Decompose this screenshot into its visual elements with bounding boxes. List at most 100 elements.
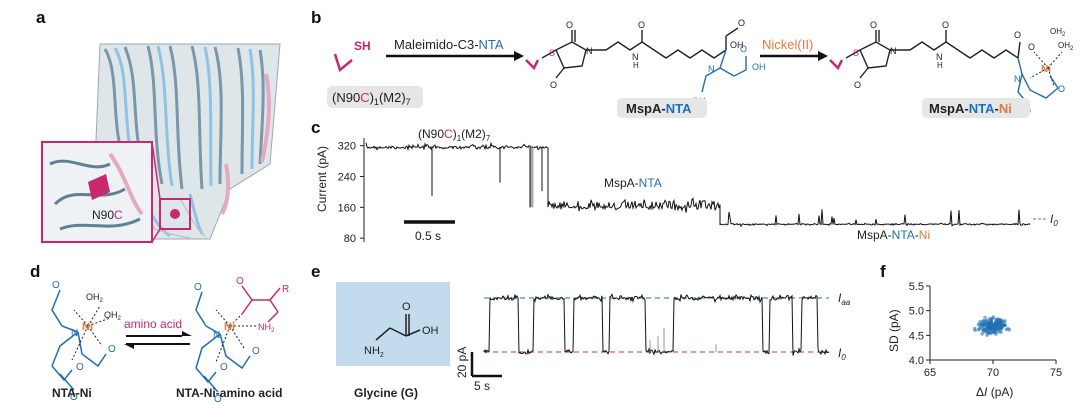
panel-f-label: f: [880, 262, 886, 281]
f-point: [992, 330, 997, 335]
f-point: [989, 325, 993, 329]
f-ytick-label: 5.0: [909, 306, 924, 318]
svg-text:O: O: [214, 394, 222, 405]
f-xtick-label: 70: [987, 367, 999, 379]
reagent2: Nickel(II): [762, 37, 813, 52]
e-scale-x-label: 5 s: [474, 379, 490, 393]
f-point: [999, 318, 1003, 323]
product2-label: MspA-NTA-Ni: [929, 101, 1012, 116]
svg-text:O: O: [1028, 42, 1035, 52]
glycine-box: O OH NH2: [336, 282, 450, 366]
f-xlabel: ΔI (pA): [976, 385, 1013, 399]
f-point: [983, 327, 988, 332]
svg-text:N: N: [71, 328, 78, 339]
panel-e-trace: Iaa I0 20 pA 5 s: [455, 291, 851, 393]
f-ytick-label: 4.0: [909, 355, 924, 367]
glycine-structure: O OH NH2: [364, 301, 439, 359]
svg-text:O: O: [236, 276, 244, 287]
f-ytick-label: 5.5: [909, 281, 924, 293]
svg-text:N: N: [586, 46, 593, 56]
panel-b-scheme: SH (N90C)1(M2)7 Maleimido-C3-NTA: [327, 18, 1074, 118]
svg-text:O: O: [70, 392, 78, 403]
svg-text:S: S: [853, 48, 859, 58]
c-ytick-label: 240: [338, 172, 356, 184]
panel-a-structure: N90C: [41, 43, 281, 243]
svg-text:NH2: NH2: [258, 322, 275, 334]
e-molecule-name: Glycine (G): [354, 386, 419, 400]
c-seg2-label: MspA-NTA: [604, 176, 662, 190]
svg-text:O: O: [740, 44, 747, 54]
e-current-trace: [483, 292, 830, 356]
c-i0-label: I0: [1050, 212, 1058, 228]
f-xtick-label: 75: [1050, 367, 1062, 379]
svg-text:O: O: [1014, 30, 1021, 40]
svg-text:N: N: [708, 64, 715, 74]
svg-text:O: O: [942, 20, 949, 30]
svg-text:O: O: [566, 20, 573, 30]
svg-text:N: N: [213, 330, 220, 341]
f-point: [981, 319, 985, 324]
svg-text:N90C: N90C: [92, 208, 123, 222]
product1-label: MspA-NTA: [626, 101, 692, 116]
d-arrow-label: amino acid: [124, 317, 182, 331]
f-point: [978, 322, 983, 326]
panel-d-label: d: [30, 262, 41, 281]
svg-text:H: H: [633, 61, 639, 70]
f-point: [999, 330, 1003, 335]
svg-text:O: O: [194, 282, 202, 293]
f-point: [995, 323, 1000, 327]
svg-text:N: N: [1014, 74, 1021, 84]
f-points: [972, 315, 1012, 337]
svg-text:O: O: [76, 362, 84, 373]
panel-c-label: c: [311, 118, 321, 137]
e-i0-label: I0: [838, 346, 846, 362]
panel-d-scheme: O N Ni OH2 OH2 O O O amino acid: [51, 276, 289, 405]
svg-text:Ni: Ni: [1041, 64, 1051, 75]
f-point: [998, 322, 1003, 326]
svg-text:Ni: Ni: [82, 321, 93, 333]
svg-text:NH2: NH2: [364, 345, 384, 359]
f-point: [988, 330, 993, 334]
svg-text:OH2: OH2: [1050, 27, 1066, 38]
svg-text:O: O: [870, 20, 877, 30]
f-xtick-label: 65: [924, 367, 936, 379]
c-ytick-label: 320: [338, 141, 356, 153]
f-point: [980, 326, 985, 331]
f-point: [994, 320, 999, 324]
svg-text:S: S: [549, 48, 555, 58]
svg-text:O: O: [108, 344, 116, 355]
mutant-label: (N90C)1(M2)7: [332, 90, 411, 107]
f-point: [984, 319, 988, 323]
c-current-trace: [365, 141, 1031, 228]
svg-text:O: O: [252, 346, 260, 357]
f-point: [986, 321, 990, 326]
svg-text:H: H: [937, 61, 943, 70]
f-point: [983, 315, 987, 320]
f-ytick-label: 4.5: [909, 330, 924, 342]
svg-text:O: O: [738, 18, 745, 28]
svg-text:OH2: OH2: [104, 310, 122, 322]
c-seg1-label: (N90C)1(M2)7: [418, 127, 491, 143]
svg-text:OH: OH: [422, 325, 439, 337]
panel-a-label: a: [36, 8, 46, 27]
f-point: [985, 331, 990, 335]
svg-text:Ni: Ni: [224, 321, 235, 333]
svg-text:N: N: [890, 46, 897, 56]
svg-text:O: O: [1058, 84, 1065, 94]
d-left-name: NTA-Ni: [52, 386, 92, 400]
panel-f-scatter: SD (pA) 65 70 75 5.5 5.0 4.5 4.0 ΔI (pA): [887, 281, 1062, 399]
c-ylabel: Current (pA): [315, 146, 329, 212]
panel-b-label: b: [311, 8, 322, 27]
f-point: [977, 327, 982, 331]
e-scale-y-label: 20 pA: [455, 347, 469, 378]
f-point: [972, 326, 977, 331]
svg-text:OH: OH: [730, 40, 744, 50]
svg-text:N: N: [936, 52, 943, 62]
svg-text:O: O: [220, 362, 228, 373]
c-seg3-label: MspA-NTA-Ni: [857, 228, 930, 242]
svg-text:N: N: [632, 52, 639, 62]
f-ylabel: SD (pA): [887, 309, 901, 352]
c-ytick-label: 80: [344, 233, 356, 245]
